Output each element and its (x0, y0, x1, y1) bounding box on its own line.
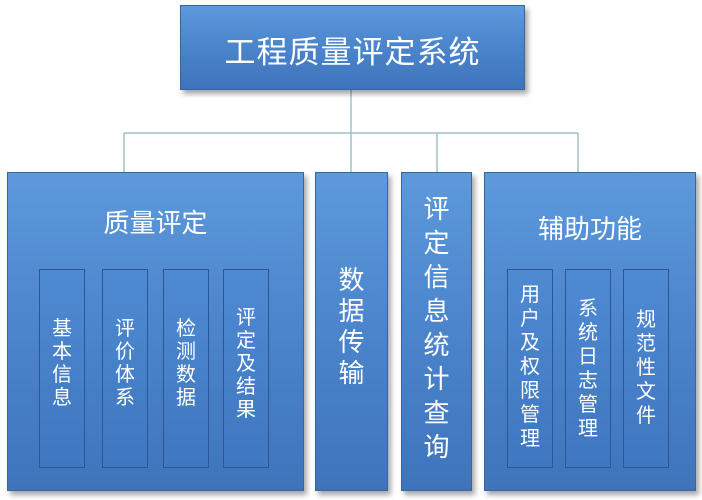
sub-evaluation-system-label: 评价体系 (115, 316, 135, 409)
sub-user-permissions-label: 用户及权限管理 (520, 282, 540, 450)
sub-system-log-label: 系统日志管理 (578, 296, 598, 440)
module-data-transfer: 数据传输 (315, 172, 388, 491)
root-node: 工程质量评定系统 (180, 5, 525, 90)
module-statistics-query: 评定信息统计查询 (401, 172, 472, 491)
sub-basic-info: 基本信息 (39, 269, 85, 468)
sub-user-permissions: 用户及权限管理 (507, 269, 553, 468)
module-quality-assessment-title: 质量评定 (103, 209, 208, 239)
sub-system-log: 系统日志管理 (565, 269, 611, 468)
sub-evaluation-system: 评价体系 (102, 269, 148, 468)
module-auxiliary-functions-title: 辅助功能 (537, 215, 642, 245)
sub-assessment-result: 评定及结果 (223, 269, 269, 468)
sub-basic-info-label: 基本信息 (52, 316, 72, 409)
root-title: 工程质量评定系统 (224, 35, 481, 71)
module-quality-assessment: 质量评定 基本信息 评价体系 检测数据 评定及结果 (7, 172, 304, 491)
sub-normative-documents: 规范性文件 (623, 269, 669, 468)
module-statistics-query-title: 评定信息统计查询 (423, 195, 450, 463)
sub-test-data: 检测数据 (163, 269, 209, 468)
sub-assessment-result-label: 评定及结果 (236, 305, 256, 421)
module-data-transfer-title: 数据传输 (338, 266, 365, 389)
sub-normative-documents-label: 规范性文件 (636, 307, 656, 427)
module-auxiliary-functions: 辅助功能 用户及权限管理 系统日志管理 规范性文件 (484, 172, 696, 491)
sub-test-data-label: 检测数据 (176, 316, 196, 409)
